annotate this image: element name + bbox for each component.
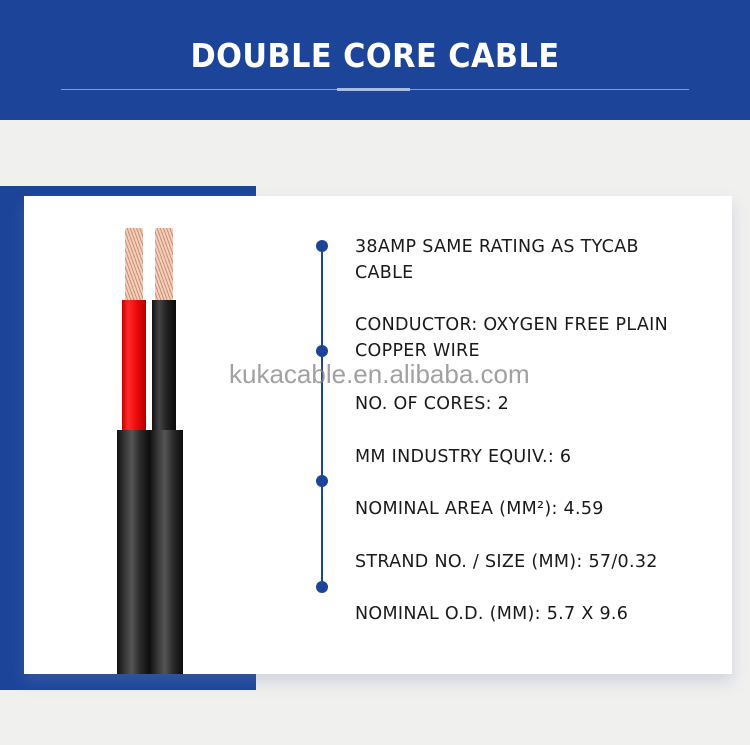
spec-item-strand: STRAND NO. / SIZE (MM): 57/0.32 xyxy=(355,549,658,575)
timeline-dot-icon xyxy=(316,475,328,487)
spec-item-cores: NO. OF CORES: 2 xyxy=(355,391,509,417)
spec-item-nominal-area: NOMINAL AREA (MM²): 4.59 xyxy=(355,496,604,522)
header-banner: DOUBLE CORE CABLE xyxy=(0,0,750,120)
timeline-line xyxy=(321,244,323,588)
spec-text: STRAND NO. / SIZE (MM): 57/0.32 xyxy=(355,552,658,572)
timeline-dot-icon xyxy=(316,240,328,252)
red-core-insulation xyxy=(122,300,146,430)
copper-conductor-black xyxy=(155,228,173,300)
cable-image xyxy=(24,196,732,674)
spec-item-od: NOMINAL O.D. (MM): 5.7 X 9.6 xyxy=(355,601,628,627)
spec-item-rating: 38AMP SAME RATING AS TYCAB CABLE xyxy=(355,234,639,286)
product-panel xyxy=(24,196,732,674)
spec-text: NO. OF CORES: 2 xyxy=(355,394,510,414)
timeline-dot-icon xyxy=(316,345,328,357)
copper-conductor-red xyxy=(125,228,143,300)
spec-text: CONDUCTOR: OXYGEN FREE PLAIN xyxy=(355,315,668,335)
spec-item-mm-equiv: MM INDUSTRY EQUIV.: 6 xyxy=(355,444,571,470)
black-core-insulation xyxy=(152,300,176,430)
spec-text: NOMINAL AREA (MM²): 4.59 xyxy=(355,499,604,519)
outer-jacket-right xyxy=(150,430,183,674)
page-title: DOUBLE CORE CABLE xyxy=(190,36,560,75)
watermark: kukacable.en.alibaba.com xyxy=(229,359,530,389)
title-divider-accent xyxy=(337,88,410,91)
spec-text: COPPER WIRE xyxy=(355,341,480,361)
spec-text: CABLE xyxy=(355,263,414,283)
timeline-dot-icon xyxy=(316,581,328,593)
spec-text: MM INDUSTRY EQUIV.: 6 xyxy=(355,447,572,467)
spec-item-conductor: CONDUCTOR: OXYGEN FREE PLAIN COPPER WIRE xyxy=(355,312,668,364)
spec-text: 38AMP SAME RATING AS TYCAB xyxy=(355,237,639,257)
outer-jacket-left xyxy=(117,430,150,674)
spec-text: NOMINAL O.D. (MM): 5.7 X 9.6 xyxy=(355,604,629,624)
